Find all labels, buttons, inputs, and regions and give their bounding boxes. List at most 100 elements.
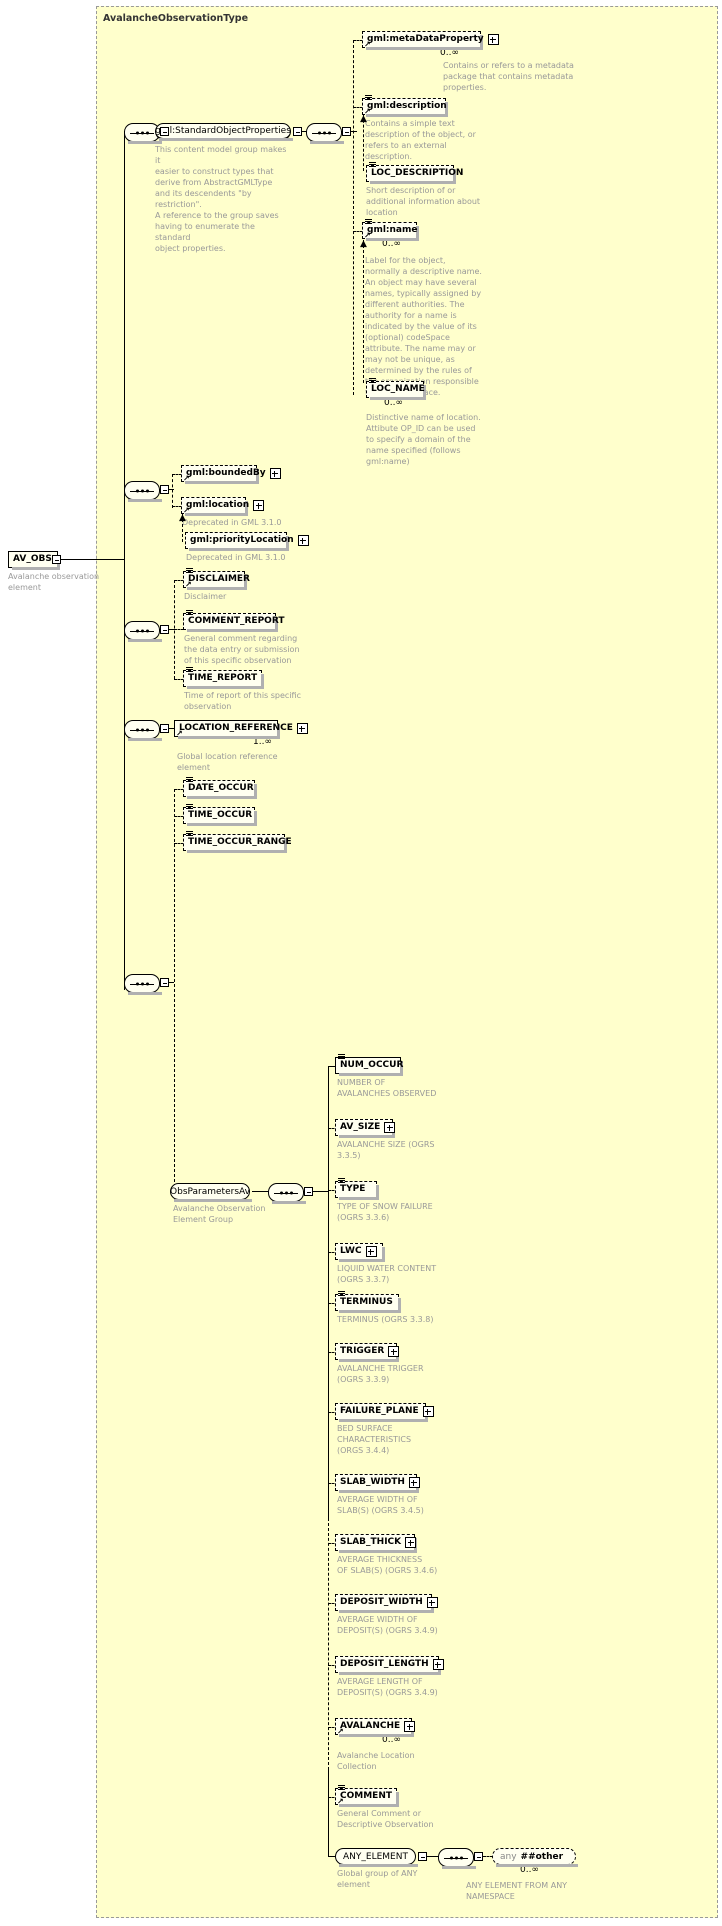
expand-icon-deposit-length[interactable] bbox=[432, 1659, 444, 1670]
simple-type-icon bbox=[338, 1291, 345, 1297]
collapse-toggle-seq-4[interactable] bbox=[160, 625, 169, 634]
ref-arrow-icon: ↗ bbox=[337, 1727, 344, 1736]
connector-anyelement-spine bbox=[328, 1770, 329, 1856]
collapse-toggle-any-element[interactable] bbox=[418, 1852, 427, 1861]
element-gml-name[interactable]: ↗ gml:name bbox=[362, 219, 419, 241]
element-gml-location[interactable]: ↗ gml:location bbox=[181, 497, 265, 516]
element-time-report-label: TIME_REPORT bbox=[188, 673, 258, 683]
element-av-size-label: AV_SIZE bbox=[340, 1122, 381, 1132]
collapse-toggle-seq-8[interactable] bbox=[474, 1852, 483, 1861]
expand-icon-gml-boundedby[interactable] bbox=[269, 468, 281, 479]
sequence-connector-2[interactable] bbox=[306, 123, 344, 144]
element-slab-thick[interactable]: SLAB_THICK bbox=[335, 1534, 417, 1553]
element-terminus[interactable]: TERMINUS bbox=[335, 1291, 401, 1313]
sequence-connector-7[interactable] bbox=[268, 1183, 306, 1204]
collapse-toggle-seq-6[interactable] bbox=[160, 978, 169, 987]
element-date-occur-label: DATE_OCCUR bbox=[188, 783, 254, 793]
group-standard-object-properties-label: gml:StandardObjectProperties bbox=[155, 126, 291, 136]
element-av-size[interactable]: AV_SIZE bbox=[335, 1119, 396, 1138]
collapse-toggle-av-obs[interactable] bbox=[52, 555, 61, 564]
group-standard-object-properties[interactable]: gml:StandardObjectProperties bbox=[155, 123, 293, 141]
element-gml-description[interactable]: ↗ gml:description bbox=[362, 95, 448, 117]
connector-time-occur bbox=[174, 816, 184, 817]
group-any-element[interactable]: ANY_ELEMENT bbox=[335, 1848, 418, 1867]
sequence-connector-3[interactable] bbox=[124, 481, 162, 502]
element-comment-report[interactable]: COMMENT_REPORT bbox=[183, 610, 284, 632]
collapse-toggle-seq-3[interactable] bbox=[160, 485, 169, 494]
sequence-connector-8[interactable] bbox=[438, 1848, 476, 1869]
connector-slab-thick bbox=[328, 1543, 338, 1544]
element-any-keyword: any bbox=[500, 1851, 517, 1862]
element-loc-description[interactable]: LOC_DESCRIPTION bbox=[366, 162, 463, 184]
ref-arrow-icon: ↗ bbox=[364, 231, 371, 240]
element-gml-prioritylocation-label: gml:priorityLocation bbox=[190, 535, 294, 545]
expand-icon-failure-plane[interactable] bbox=[422, 1406, 434, 1417]
element-gml-name-label: gml:name bbox=[367, 225, 418, 235]
element-time-report[interactable]: TIME_REPORT bbox=[183, 667, 264, 689]
element-av-obs[interactable]: AV_OBS bbox=[8, 551, 60, 570]
element-comment[interactable]: ↗ COMMENT bbox=[335, 1785, 399, 1807]
expand-icon-slab-width[interactable] bbox=[408, 1477, 420, 1488]
element-trigger[interactable]: TRIGGER bbox=[335, 1343, 400, 1362]
element-gml-prioritylocation[interactable]: gml:priorityLocation bbox=[185, 532, 309, 551]
expand-icon-deposit-width[interactable] bbox=[426, 1597, 438, 1608]
collapse-toggle-seq-7[interactable] bbox=[304, 1187, 313, 1196]
collapse-toggle-seq-5[interactable] bbox=[160, 724, 169, 733]
element-deposit-width-label: DEPOSIT_WIDTH bbox=[340, 1597, 423, 1607]
expand-icon-slab-thick[interactable] bbox=[405, 1537, 417, 1548]
expand-icon-av-size[interactable] bbox=[384, 1122, 396, 1133]
element-time-occur-range[interactable]: TIME_OCCUR_RANGE bbox=[183, 831, 292, 853]
cardinality-gml-name: 0..∞ bbox=[382, 239, 401, 249]
connector-metadata bbox=[353, 40, 363, 41]
element-time-occur-range-label: TIME_OCCUR_RANGE bbox=[188, 837, 292, 847]
element-time-occur[interactable]: TIME_OCCUR bbox=[183, 804, 257, 826]
element-any-namespace: ##other bbox=[520, 1851, 564, 1862]
simple-type-icon bbox=[369, 378, 376, 384]
element-gml-boundedby[interactable]: ↗ gml:boundedBy bbox=[181, 465, 281, 484]
connector-boundedby bbox=[172, 474, 182, 475]
doc-gml-metadataproperty: Contains or refers to a metadata package… bbox=[443, 61, 574, 92]
expand-icon-trigger[interactable] bbox=[388, 1346, 400, 1357]
connector-description bbox=[353, 107, 363, 108]
connector-seq2-to-spine bbox=[351, 131, 357, 132]
element-location-reference[interactable]: ↗ LOCATION_REFERENCE bbox=[174, 720, 308, 739]
element-disclaimer[interactable]: ↗ DISCLAIMER bbox=[183, 568, 250, 590]
element-av-obs-label: AV_OBS bbox=[13, 554, 52, 564]
simple-type-icon bbox=[365, 95, 372, 101]
element-type[interactable]: TYPE bbox=[335, 1178, 379, 1200]
simple-type-icon bbox=[338, 1054, 345, 1060]
connector-comment bbox=[328, 1797, 338, 1798]
element-gml-metadataproperty[interactable]: ↗ gml:metaDataProperty bbox=[362, 31, 499, 50]
collapse-toggle-seq-1[interactable] bbox=[160, 127, 169, 136]
element-failure-plane[interactable]: FAILURE_PLANE bbox=[335, 1403, 434, 1422]
element-lwc[interactable]: LWC bbox=[335, 1243, 385, 1262]
expand-icon-location-reference[interactable] bbox=[296, 723, 308, 734]
element-loc-name[interactable]: LOC_NAME bbox=[366, 378, 426, 400]
collapse-toggle-standard-object-properties[interactable] bbox=[293, 127, 302, 136]
connector-seq6-out bbox=[169, 982, 174, 983]
collapse-toggle-seq-2[interactable] bbox=[342, 127, 351, 136]
element-slab-width[interactable]: SLAB_WIDTH bbox=[335, 1474, 420, 1493]
sequence-connector-5[interactable] bbox=[124, 720, 162, 741]
element-avalanche[interactable]: ↗ AVALANCHE bbox=[335, 1718, 416, 1737]
doc-gml-location: Deprecated in GML 3.1.0 bbox=[182, 518, 282, 527]
expand-icon-gml-prioritylocation[interactable] bbox=[297, 535, 309, 546]
element-num-occur[interactable]: NUM_OCCUR bbox=[335, 1054, 403, 1076]
sequence-connector-4[interactable] bbox=[124, 621, 162, 642]
element-gml-metadataproperty-label: gml:metaDataProperty bbox=[367, 34, 484, 44]
doc-gml-description: Contains a simple text description of th… bbox=[365, 119, 476, 161]
simple-type-icon bbox=[369, 162, 376, 168]
group-obsparameters-av[interactable]: ObsParametersAv bbox=[170, 1183, 252, 1202]
element-deposit-length[interactable]: DEPOSIT_LENGTH bbox=[335, 1656, 444, 1675]
doc-terminus: TERMINUS (OGRS 3.3.8) bbox=[337, 1315, 434, 1324]
expand-icon-gml-location[interactable] bbox=[253, 500, 265, 511]
expand-icon-lwc[interactable] bbox=[365, 1246, 377, 1257]
expand-icon-avalanche[interactable] bbox=[404, 1721, 416, 1732]
element-deposit-width[interactable]: DEPOSIT_WIDTH bbox=[335, 1594, 438, 1613]
expand-icon-gml-metadataproperty[interactable] bbox=[487, 34, 499, 45]
sequence-connector-6[interactable] bbox=[124, 974, 162, 995]
connector-anyelement-to-seq8 bbox=[427, 1856, 441, 1857]
simple-type-icon bbox=[186, 610, 193, 616]
element-date-occur[interactable]: DATE_OCCUR bbox=[183, 777, 257, 799]
element-any-other[interactable]: any ##other bbox=[492, 1848, 578, 1867]
